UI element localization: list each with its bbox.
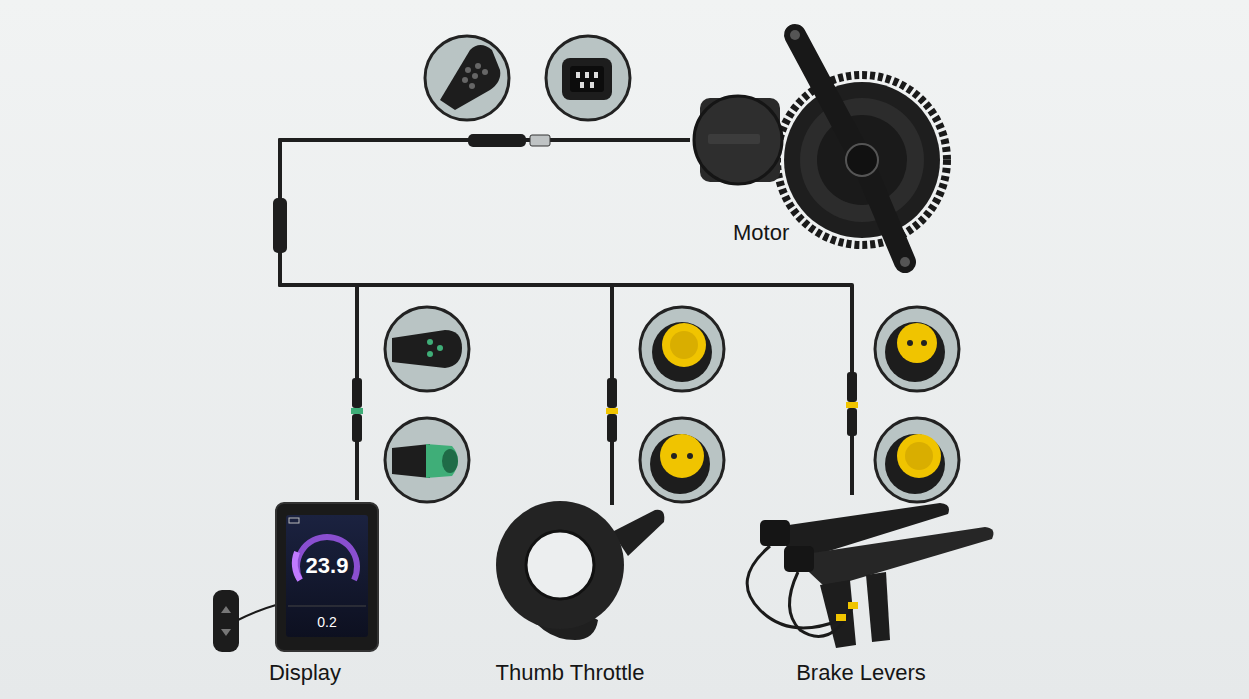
display-readout: 0.2: [317, 614, 336, 630]
component-label: Brake Levers: [730, 660, 992, 686]
closeup-female-6pin: [425, 36, 509, 120]
cable: [280, 140, 690, 505]
closeup-brake-female: [875, 307, 959, 391]
component-node: Motor: [690, 20, 945, 275]
component-label: Display: [210, 660, 400, 686]
closeup-throttle-male: [640, 418, 724, 502]
closeup-throttle-female: [640, 307, 724, 391]
throttle-plug: [606, 378, 618, 442]
thumb-throttle: [496, 501, 664, 640]
closeup-display-female: [385, 307, 469, 391]
cable: [280, 140, 690, 500]
mid-drive-motor: [694, 30, 947, 267]
display-plug: [351, 378, 363, 442]
closeup-display-male: [385, 418, 469, 502]
brake-levers: [747, 503, 993, 648]
component-node: Display: [210, 500, 400, 690]
component-node: Thumb Throttle: [480, 505, 660, 690]
splitter: [273, 198, 287, 253]
closeup-brake-male: [875, 418, 959, 502]
closeup-male-6pin: [546, 36, 630, 120]
component-label: Thumb Throttle: [480, 660, 660, 686]
display-readout: 23.9: [306, 553, 349, 579]
cable: [280, 140, 852, 495]
motor-plug: [468, 134, 550, 147]
brake-plug: [846, 372, 858, 436]
component-node: Brake Levers: [730, 495, 992, 690]
lcd-display: [213, 503, 378, 652]
component-label: Motor: [733, 220, 789, 246]
